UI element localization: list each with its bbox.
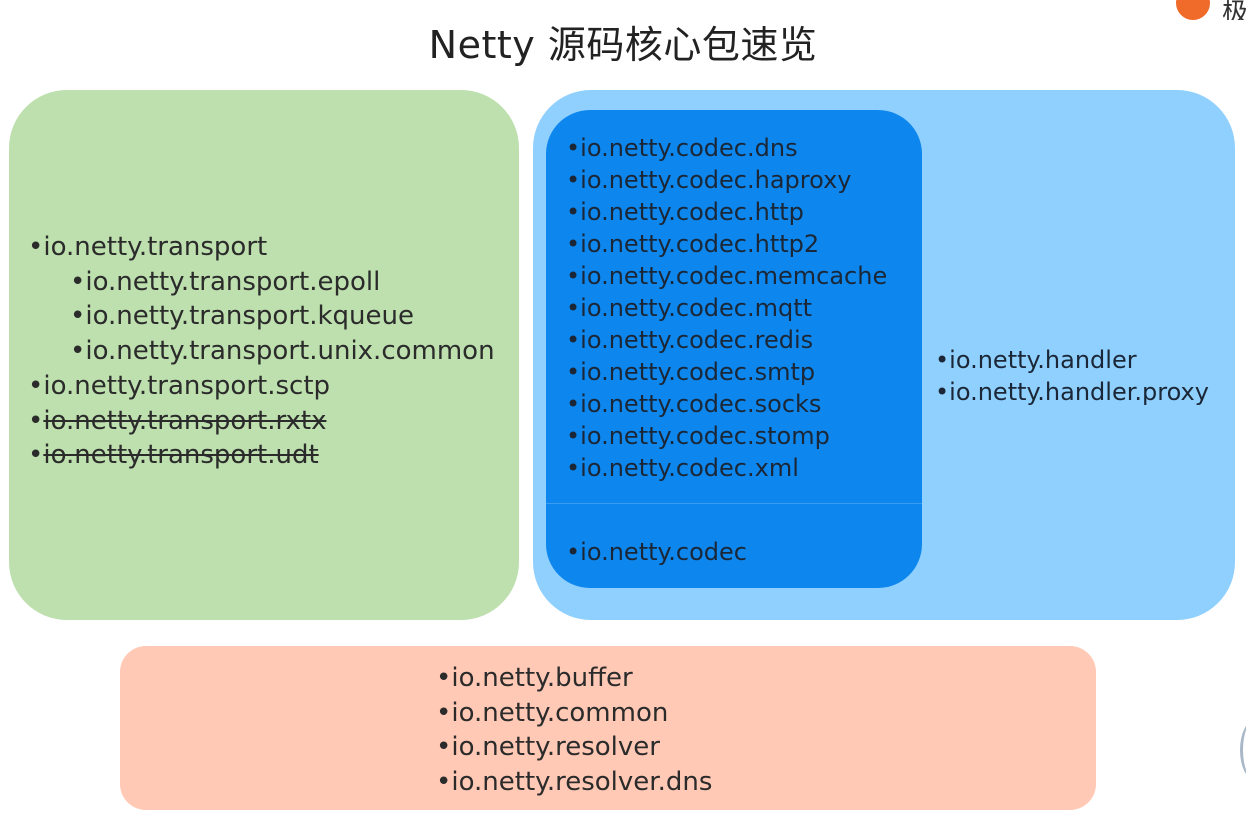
bullet-icon: • bbox=[566, 198, 581, 226]
bullet-icon: • bbox=[566, 326, 581, 354]
list-item: •io.netty.codec.http2 bbox=[566, 228, 887, 260]
package-name: io.netty.codec bbox=[580, 538, 747, 566]
list-item: •io.netty.transport.udt bbox=[28, 438, 495, 473]
list-item: •io.netty.codec.smtp bbox=[566, 356, 887, 388]
bullet-icon: • bbox=[436, 663, 452, 693]
package-name: io.netty.common bbox=[451, 697, 669, 728]
package-name: io.netty.codec.stomp bbox=[580, 422, 830, 450]
bullet-icon: • bbox=[566, 262, 581, 290]
bullet-icon: • bbox=[70, 266, 86, 297]
package-name: io.netty.codec.http bbox=[580, 198, 804, 226]
bullet-icon: • bbox=[566, 166, 581, 194]
logo-mark-icon bbox=[1176, 0, 1210, 20]
package-name: io.netty.codec.smtp bbox=[580, 358, 816, 386]
bullet-icon: • bbox=[70, 336, 86, 367]
list-item: •io.netty.handler bbox=[935, 344, 1209, 376]
package-name: io.netty.codec.xml bbox=[580, 454, 799, 482]
bullet-icon: • bbox=[28, 370, 44, 401]
bullet-icon: • bbox=[935, 346, 950, 374]
list-item: •io.netty.transport.rxtx bbox=[28, 404, 495, 439]
edge-decoration bbox=[1240, 720, 1246, 780]
bullet-icon: • bbox=[436, 697, 452, 728]
common-list: •io.netty.buffer•io.netty.common•io.nett… bbox=[436, 661, 712, 800]
package-name: io.netty.codec.socks bbox=[580, 390, 822, 418]
list-item: •io.netty.buffer bbox=[436, 661, 712, 696]
bullet-icon: • bbox=[566, 230, 581, 258]
bullet-icon: • bbox=[28, 405, 44, 436]
bullet-icon: • bbox=[566, 134, 581, 162]
transport-list: •io.netty.transport•io.netty.transport.e… bbox=[28, 230, 495, 473]
bullet-icon: • bbox=[436, 732, 452, 763]
list-item: •io.netty.transport.sctp bbox=[28, 369, 495, 404]
bullet-icon: • bbox=[566, 358, 581, 386]
codec-divider bbox=[546, 503, 922, 504]
package-name: io.netty.codec.memcache bbox=[580, 262, 888, 290]
bullet-icon: • bbox=[70, 301, 86, 332]
package-name: io.netty.transport.kqueue bbox=[85, 301, 414, 332]
common-box bbox=[120, 646, 1096, 810]
list-item: •io.netty.transport.unix.common bbox=[28, 334, 495, 369]
package-name: io.netty.codec.mqtt bbox=[580, 294, 813, 322]
list-item: •io.netty.codec.dns bbox=[566, 132, 887, 164]
brand-logo: 极 bbox=[1176, 0, 1246, 20]
package-name: io.netty.transport.epoll bbox=[85, 266, 381, 297]
list-item: •io.netty.codec.mqtt bbox=[566, 292, 887, 324]
bullet-icon: • bbox=[566, 294, 581, 322]
package-name: io.netty.transport.sctp bbox=[43, 370, 331, 401]
package-name: io.netty.handler.proxy bbox=[949, 378, 1209, 406]
list-item: •io.netty.codec.memcache bbox=[566, 260, 887, 292]
transport-box bbox=[9, 90, 519, 620]
bullet-icon: • bbox=[566, 390, 581, 418]
codec-box bbox=[546, 110, 922, 588]
list-item: •io.netty.transport bbox=[28, 230, 495, 265]
codec-base-list: •io.netty.codec bbox=[566, 536, 747, 568]
bullet-icon: • bbox=[935, 378, 950, 406]
bullet-icon: • bbox=[436, 767, 452, 798]
package-name: io.netty.buffer bbox=[451, 663, 633, 693]
package-name: io.netty.transport.unix.common bbox=[85, 336, 495, 367]
handler-list: •io.netty.handler•io.netty.handler.proxy bbox=[935, 344, 1209, 408]
bullet-icon: • bbox=[566, 538, 581, 566]
package-name: io.netty.codec.dns bbox=[580, 134, 798, 162]
list-item: •io.netty.codec.socks bbox=[566, 388, 887, 420]
package-name: io.netty.resolver.dns bbox=[451, 767, 713, 798]
codec-list: •io.netty.codec.dns•io.netty.codec.hapro… bbox=[566, 132, 887, 484]
list-item: •io.netty.codec.stomp bbox=[566, 420, 887, 452]
package-name: io.netty.handler bbox=[949, 346, 1137, 374]
package-name: io.netty.codec.haproxy bbox=[580, 166, 852, 194]
logo-text: 极 bbox=[1222, 0, 1246, 20]
list-item: •io.netty.handler.proxy bbox=[935, 376, 1209, 408]
package-name: io.netty.transport.rxtx bbox=[43, 405, 327, 436]
bullet-icon: • bbox=[566, 454, 581, 482]
bullet-icon: • bbox=[566, 422, 581, 450]
package-name: io.netty.transport bbox=[43, 232, 268, 262]
package-name: io.netty.codec.http2 bbox=[580, 230, 820, 258]
bullet-icon: • bbox=[28, 440, 44, 471]
package-name: io.netty.resolver bbox=[451, 732, 660, 763]
list-item: •io.netty.resolver bbox=[436, 730, 712, 765]
list-item: •io.netty.common bbox=[436, 696, 712, 731]
list-item: •io.netty.codec.haproxy bbox=[566, 164, 887, 196]
bullet-icon: • bbox=[28, 232, 44, 262]
diagram-title: Netty 源码核心包速览 bbox=[428, 23, 818, 67]
package-name: io.netty.codec.redis bbox=[580, 326, 814, 354]
list-item: •io.netty.codec bbox=[566, 536, 747, 568]
list-item: •io.netty.codec.redis bbox=[566, 324, 887, 356]
list-item: •io.netty.transport.kqueue bbox=[28, 299, 495, 334]
list-item: •io.netty.codec.http bbox=[566, 196, 887, 228]
list-item: •io.netty.resolver.dns bbox=[436, 765, 712, 800]
package-name: io.netty.transport.udt bbox=[43, 440, 319, 471]
list-item: •io.netty.transport.epoll bbox=[28, 265, 495, 300]
list-item: •io.netty.codec.xml bbox=[566, 452, 887, 484]
